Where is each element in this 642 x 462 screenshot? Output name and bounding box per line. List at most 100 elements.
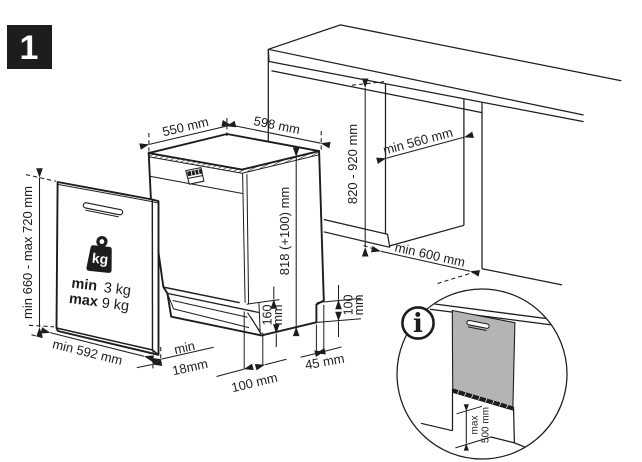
niche-path-4 — [323, 218, 391, 248]
dim-detail-plinth-label: max500 mm — [470, 407, 492, 443]
dim-niche-depth-line-1 — [376, 131, 474, 164]
niche-path-5 — [323, 231, 390, 248]
worktop-path-2 — [268, 48, 584, 116]
detail-handle — [466, 319, 490, 332]
dim-panel-width-path-2 — [146, 356, 158, 361]
detail-door-bottom-band-hatch-line-6 — [492, 400, 495, 405]
door-latch — [185, 167, 205, 185]
dim-detail-plinth-path-1 — [456, 405, 483, 415]
detail-door-bottom-band-hatch-line-5 — [485, 398, 488, 403]
door-latch-line-3 — [190, 171, 193, 176]
weight-icon: kg — [86, 235, 112, 273]
dim-plinth-front-depth-line-3 — [216, 363, 254, 378]
dim-niche-depth: min 560 mm — [376, 125, 474, 164]
weight-icon-path-2 — [86, 245, 112, 273]
dim-niche-floor-depth-label: min 600 mm — [393, 239, 466, 269]
detail-view: max500 mm i — [396, 288, 568, 460]
door-latch-line-5 — [197, 169, 200, 175]
dim-plinth-recess-label: 160mm — [261, 305, 286, 326]
dim-top-depth-line-3 — [139, 120, 237, 150]
dim-panel-height-label: min 660 - max 720 mm — [20, 186, 35, 319]
detail-door-bottom-band-hatch — [457, 390, 509, 409]
top-trim-band-polygon-1 — [148, 153, 242, 174]
info-icon-glyph: i — [413, 309, 423, 339]
niche-path-7 — [363, 245, 380, 252]
dim-panel-gap-label1: min — [173, 338, 197, 357]
dim-unit-height: 818 (+100) mm — [277, 147, 300, 337]
dim-side-step: 45 mm — [300, 305, 346, 372]
detail-door-bottom-band-hatch-line-7 — [499, 402, 502, 407]
dim-unit-height-label: 818 (+100) mm — [277, 187, 292, 276]
dim-detail-plinth-line1: max — [470, 416, 481, 435]
dim-plinth-recess-line1: 160 — [261, 305, 275, 326]
weight-icon-label: kg — [91, 250, 109, 268]
dim-side-clearance: 100mm — [316, 285, 367, 337]
dim-plinth-front-depth-label: 100 mm — [230, 370, 279, 396]
dishwasher-path-6 — [163, 286, 240, 304]
weight-max-label: max — [68, 291, 99, 310]
niche-path-8 — [481, 268, 563, 286]
step-badge-label: 1 — [20, 29, 39, 67]
niche-path-9 — [437, 270, 477, 285]
detail-view-path-2 — [429, 308, 552, 326]
weight-icon-circle-1 — [96, 235, 108, 248]
plinth-frame-path-3 — [173, 308, 250, 329]
info-icon: i — [401, 306, 435, 340]
step-badge: 1 — [7, 25, 52, 69]
dim-panel-height: min 660 - max 720 mm — [20, 168, 57, 337]
detail-handle-path-2 — [467, 326, 487, 332]
plinth-frame-path-4 — [166, 293, 175, 310]
panel-handle-path-2 — [85, 209, 119, 218]
dim-panel-gap-line-4 — [151, 346, 214, 365]
dim-panel-gap-line-3 — [136, 359, 163, 369]
detail-handle-rect-1 — [466, 319, 490, 329]
door-latch-line-4 — [194, 170, 197, 175]
detail-door-bottom-band — [452, 388, 513, 411]
weight-min-value: 3 kg — [103, 280, 132, 299]
dishwasher-path-5 — [246, 174, 250, 305]
niche-path-6 — [389, 224, 465, 247]
dim-side-step-line-4 — [314, 346, 342, 357]
detail-view-path-1 — [429, 302, 550, 320]
top-trim-band-polygon-2 — [242, 151, 320, 174]
furniture-panel: kg min 3 kg max 9 kg — [55, 181, 160, 356]
dim-side-clearance-label: 100mm — [342, 295, 367, 316]
panel-handle — [82, 202, 124, 218]
plinth-frame-path-2 — [172, 300, 248, 318]
dim-side-clearance-line2: mm — [352, 295, 366, 316]
detail-door-bottom-band-hatch-line-2 — [464, 392, 467, 397]
dishwasher — [147, 133, 325, 337]
dim-panel-height-path-1 — [25, 174, 57, 182]
worktop-path-1 — [268, 24, 622, 82]
weight-spec: min 3 kg max 9 kg — [68, 276, 132, 315]
detail-view-path-5 — [420, 422, 453, 432]
dishwasher-path-4 — [242, 173, 246, 303]
worktop — [267, 24, 622, 142]
dim-niche-height: 820 - 920 mm — [345, 78, 385, 257]
detail-door-bottom-band-hatch-line-3 — [471, 394, 474, 399]
step-badge-rect-1 — [7, 25, 52, 69]
dim-detail-plinth-path-2 — [455, 436, 492, 449]
dim-side-step-line-3 — [300, 348, 326, 358]
plinth-frame-path-1 — [167, 292, 260, 314]
dim-panel-width-path-1 — [31, 334, 46, 339]
dim-side-clearance-line1: 100 — [342, 295, 356, 316]
dim-panel-height-path-2 — [28, 324, 55, 328]
dim-detail-plinth-line2: 500 mm — [481, 407, 492, 443]
panel-handle-rect-1 — [82, 202, 124, 216]
dim-panel-gap-label2: 18mm — [171, 356, 210, 378]
worktop-path-5 — [271, 70, 483, 114]
dim-niche-height-label: 820 - 920 mm — [345, 124, 360, 204]
worktop-path-3 — [267, 49, 584, 123]
dim-plinth-recess: 160mm — [261, 286, 286, 347]
detail-view-path-4 — [512, 406, 516, 443]
dim-plinth-front-depth-line-4 — [254, 358, 287, 371]
dim-niche-floor-depth-line-1 — [371, 245, 480, 277]
detail-door-bottom-band-hatch-line-1 — [457, 390, 460, 395]
plinth-frame-path-6 — [258, 302, 261, 335]
info-icon-circle-1 — [401, 306, 435, 340]
detail-door-bottom-band-hatch-line-8 — [506, 404, 509, 409]
dim-top-width-line-2 — [221, 119, 331, 149]
